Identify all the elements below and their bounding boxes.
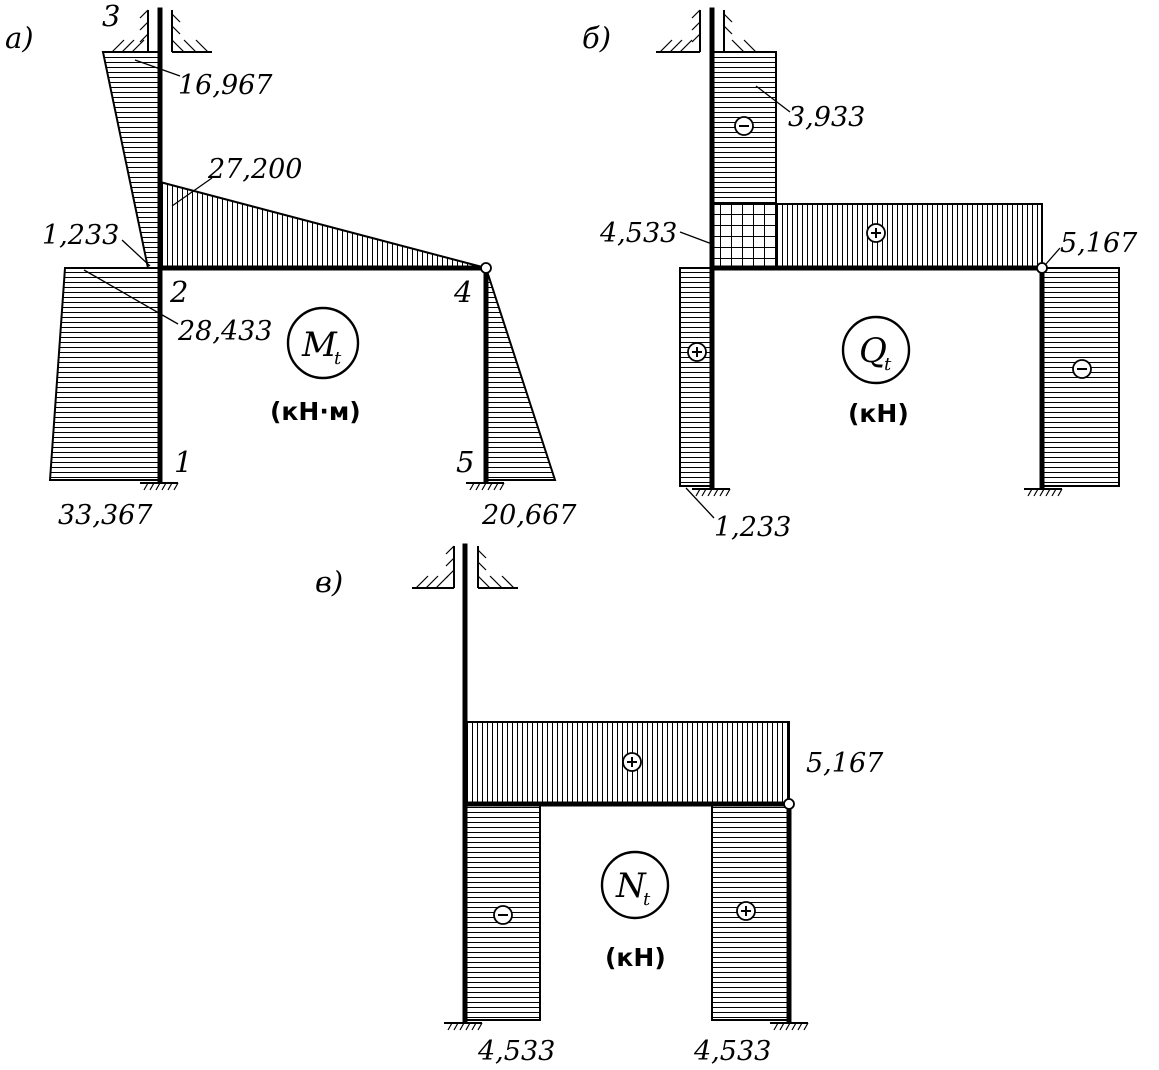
top-support-c [412,545,518,589]
moment-symbol-circle [286,306,360,380]
normal-value-4533-left: 4,533 [477,1036,555,1067]
ground-support-b-right [1024,488,1063,497]
normal-sign-plus-beam [622,752,642,772]
moment-symbol: M [301,325,338,365]
panel-a-moment-diagram: а) [5,0,577,531]
node-5-label: 5 [456,445,474,479]
normal-unit: (кН) [605,943,666,972]
hinge-node-4 [480,262,492,274]
moment-value-28433: 28,433 [177,316,272,347]
panel-b-tag: б) [582,21,611,55]
moment-area-beam-2-4 [159,180,487,269]
moment-value-27200: 27,200 [207,154,302,185]
hinge-node-c [783,798,795,810]
normal-sign-plus-right [736,901,756,921]
moment-value-20667: 20,667 [481,500,577,531]
shear-sign-minus-upper [734,116,754,136]
ground-support-1 [140,482,179,491]
shear-sign-minus-right [1072,359,1092,379]
shear-unit: (кН) [848,399,909,428]
ground-support-c-right [770,1022,809,1031]
node-3-label: 3 [102,0,120,33]
shear-symbol-circle [841,315,911,385]
ground-support-b-left [692,488,731,497]
shear-symbol-sub: t [884,354,892,375]
moment-area-column-4-5 [485,267,557,481]
normal-symbol: N [615,866,647,906]
ground-support-c-left [444,1022,483,1031]
shear-symbol: Q [859,331,887,371]
moment-value-33367: 33,367 [58,500,153,531]
hinge-node-b [1036,262,1048,274]
moment-area-column-1-2 [48,267,161,481]
panel-c-tag: в) [315,565,343,599]
node-2-label: 2 [169,275,188,309]
shear-sign-plus-left [687,342,707,362]
shear-value-1233: 1,233 [714,512,791,543]
shear-value-4533: 4,533 [599,218,677,249]
shear-value-5167: 5,167 [1060,228,1138,259]
moment-value-1233: 1,233 [42,220,119,251]
top-support-a [108,9,212,53]
node-1-label: 1 [174,445,192,479]
moment-value-16967: 16,967 [178,70,273,101]
normal-symbol-sub: t [643,889,651,910]
panel-c-normal-force-diagram: в) [315,543,884,1067]
panel-a-tag: а) [5,21,34,55]
shear-sign-plus-beam [866,223,886,243]
moment-symbol-sub: t [334,348,342,369]
shear-value-3933: 3,933 [788,102,865,133]
normal-symbol-circle [600,850,670,920]
shear-area-overlap [711,203,777,269]
moment-unit: (кН·м) [270,397,361,426]
normal-value-4533-right: 4,533 [693,1036,771,1067]
ground-support-5 [466,482,505,491]
panel-b-shear-diagram: б) [582,7,1138,543]
top-support-b [656,9,757,53]
shear-area-column-1-2 [679,267,713,487]
normal-value-5167: 5,167 [806,748,884,779]
normal-sign-minus-left [493,905,513,925]
node-4-label: 4 [453,275,472,309]
